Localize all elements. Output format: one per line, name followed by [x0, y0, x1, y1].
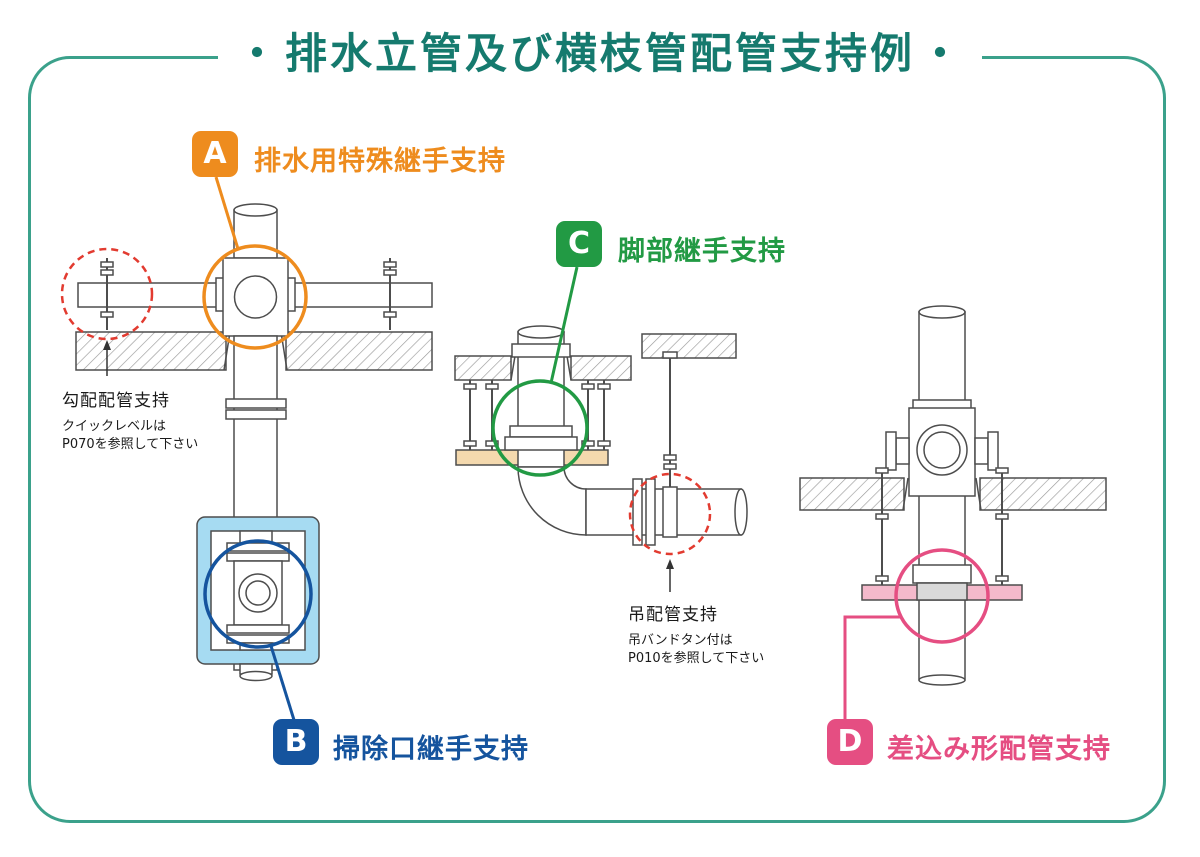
note-hanger-title: 吊配管支持 [628, 605, 718, 625]
drawing-push-in-support [799, 305, 1107, 719]
callout-d-badge: D [827, 719, 873, 765]
callout-c-label: 脚部継手支持 [618, 236, 786, 267]
title-text: 排水立管及び横枝管配管支持例 [284, 29, 915, 78]
note-slope-support: 勾配配管支持 クイックレベルは P070を参照して下さい [62, 386, 198, 454]
drawing-riser-cleanout [60, 176, 433, 721]
callout-a-label: 排水用特殊継手支持 [254, 146, 506, 177]
callout-d-circle [894, 548, 990, 644]
callout-a-leader [214, 176, 240, 250]
callout-d-label: 差込み形配管支持 [887, 734, 1111, 765]
note-hanger-support: 吊配管支持 吊バンドタン付は P010を参照して下さい [628, 600, 764, 668]
callout-c-leader [549, 266, 579, 384]
callout-d-leader [843, 615, 901, 719]
note-slope-line2: P070を参照して下さい [62, 437, 199, 453]
figure-title-inner: ・排水立管及び横枝管配管支持例・ [217, 20, 983, 81]
hanger-support-highlight-circle [628, 472, 712, 556]
slope-support-highlight-circle [60, 247, 154, 341]
callout-b-circle [203, 539, 313, 649]
note-slope-title: 勾配配管支持 [62, 391, 170, 411]
callout-a-circle [202, 244, 308, 350]
callout-b-badge: B [273, 719, 319, 765]
title-dot-left: ・ [235, 29, 281, 78]
drawing-base-elbow [454, 266, 748, 592]
line-art [60, 176, 1107, 721]
callout-b-leader [269, 645, 296, 721]
note-hanger-line1: 吊バンドタン付は [628, 633, 733, 648]
callout-a-badge: A [192, 131, 238, 177]
title-dot-right: ・ [919, 29, 965, 78]
callout-c-circle [491, 379, 589, 477]
callout-b-label: 掃除口継手支持 [333, 734, 529, 765]
figure-title: ・排水立管及び横枝管配管支持例・ [0, 20, 1200, 81]
note-hanger-line2: P010を参照して下さい [628, 651, 765, 667]
callout-c-badge: C [556, 221, 602, 267]
note-slope-line1: クイックレベルは [62, 419, 167, 434]
